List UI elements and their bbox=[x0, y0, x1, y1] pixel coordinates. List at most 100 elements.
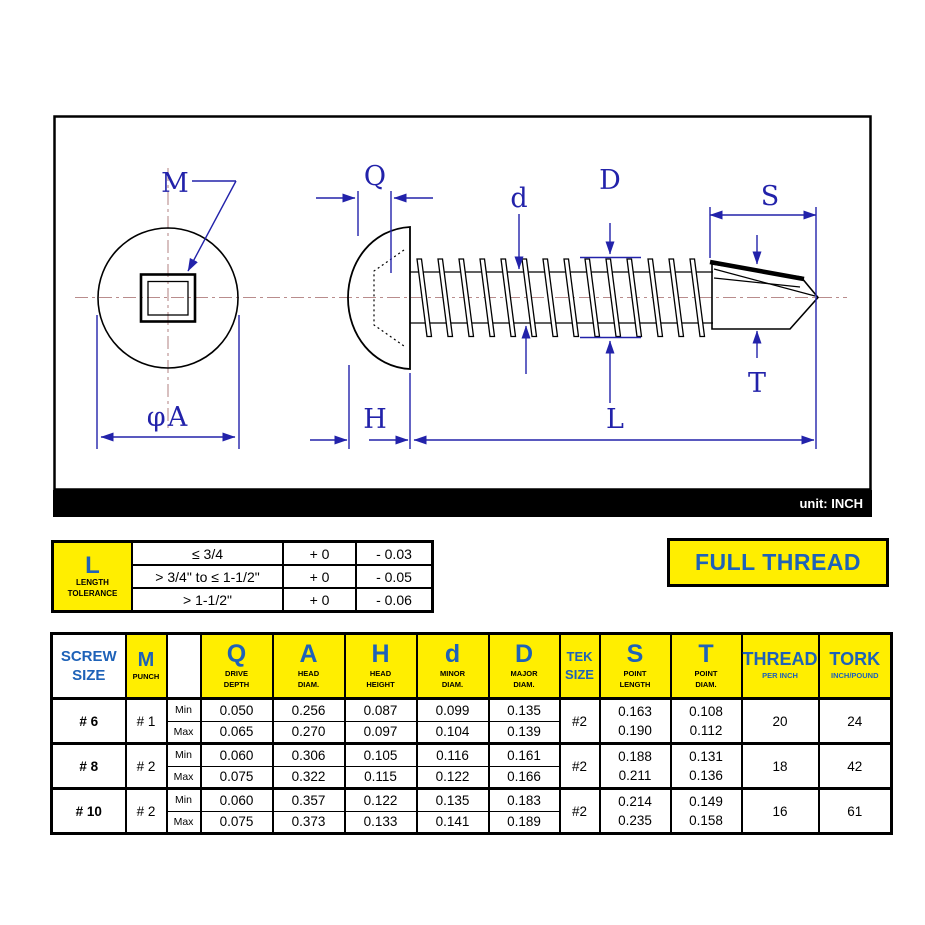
cell-dmaj-max-8: 0.166 bbox=[487, 765, 561, 790]
header-m-punch: M PUNCH bbox=[124, 632, 168, 700]
square-drive-inner bbox=[147, 280, 189, 316]
cell-a-max-10: 0.373 bbox=[271, 810, 346, 835]
dim-m: M bbox=[161, 168, 237, 272]
full-thread-label: FULL THREAD bbox=[694, 549, 862, 575]
cell-min-label-10: Min bbox=[165, 787, 202, 812]
dim-label-m: M bbox=[161, 168, 189, 199]
centerlines bbox=[75, 168, 847, 430]
cell-max-label-8: Max bbox=[165, 765, 202, 790]
drill-point bbox=[709, 259, 820, 330]
header-screw-size: SCREW SIZE bbox=[50, 632, 127, 700]
dim-h: H bbox=[310, 365, 411, 449]
cell-h-min-10: 0.122 bbox=[343, 787, 418, 812]
drawing-border bbox=[53, 115, 872, 491]
cell-h-min-6: 0.087 bbox=[343, 697, 418, 722]
tolerance-range-3: > 1-1/2" bbox=[131, 587, 284, 613]
cell-q-min-8: 0.060 bbox=[199, 742, 274, 767]
cell-a-max-6: 0.270 bbox=[271, 720, 346, 745]
cell-a-min-10: 0.357 bbox=[271, 787, 346, 812]
dim-phi-a: φA bbox=[96, 315, 240, 449]
cell-q-max-6: 0.065 bbox=[199, 720, 274, 745]
cell-d-min-6: 0.099 bbox=[415, 697, 490, 722]
cell-h-max-6: 0.097 bbox=[343, 720, 418, 745]
cell-min-label-8: Min bbox=[165, 742, 202, 767]
cell-a-min-6: 0.256 bbox=[271, 697, 346, 722]
unit-bar: unit: INCH bbox=[53, 490, 872, 517]
head-front-view bbox=[97, 227, 239, 369]
cell-tek-10: #2 bbox=[558, 787, 601, 835]
tolerance-minus-3: - 0.06 bbox=[355, 587, 434, 613]
cell-dmaj-max-6: 0.139 bbox=[487, 720, 561, 745]
tolerance-minus-2: - 0.05 bbox=[355, 564, 434, 589]
cell-size-8: # 8 bbox=[50, 742, 127, 790]
header-tek-size: TEK SIZE bbox=[558, 632, 601, 700]
tolerance-range-2: > 3/4" to ≤ 1-1/2" bbox=[131, 564, 284, 589]
threaded-shank bbox=[410, 258, 713, 338]
cell-a-max-8: 0.322 bbox=[271, 765, 346, 790]
cell-h-max-8: 0.115 bbox=[343, 765, 418, 790]
spec-row-10-min: # 10 # 2 Min 0.060 0.357 0.122 0.135 0.1… bbox=[50, 787, 893, 835]
full-thread-box: FULL THREAD bbox=[667, 538, 889, 587]
spec-row-10-max: Max 0.075 0.373 0.133 0.141 0.189 bbox=[52, 810, 892, 835]
dim-s: S bbox=[709, 181, 817, 449]
spec-row-6-min: # 6 # 1 Min 0.050 0.256 0.087 0.099 0.13… bbox=[50, 697, 893, 745]
dim-d-major: D bbox=[580, 165, 641, 403]
cell-h-max-10: 0.133 bbox=[343, 810, 418, 835]
cell-punch-10: # 2 bbox=[124, 787, 168, 835]
tolerance-title-line1: LENGTH bbox=[76, 577, 109, 587]
header-minmax bbox=[165, 632, 202, 700]
square-drive-outer bbox=[139, 273, 197, 323]
unit-note: unit: INCH bbox=[799, 496, 863, 511]
cell-thread-10: 16 bbox=[740, 787, 820, 835]
dim-label-phi-a: φA bbox=[147, 402, 189, 433]
cell-d-max-8: 0.122 bbox=[415, 765, 490, 790]
cell-thread-8: 18 bbox=[740, 742, 820, 790]
cell-d-max-6: 0.104 bbox=[415, 720, 490, 745]
head-side-view bbox=[347, 226, 411, 370]
spec-row-6-max: Max 0.065 0.270 0.097 0.104 0.139 bbox=[52, 720, 892, 745]
dim-label-s: S bbox=[761, 181, 780, 212]
tolerance-title-line2: TOLERANCE bbox=[67, 588, 118, 598]
cell-min-label-6: Min bbox=[165, 697, 202, 722]
cell-tork-6: 24 bbox=[817, 697, 893, 745]
dim-q: Q bbox=[316, 161, 433, 273]
cell-max-label-6: Max bbox=[165, 720, 202, 745]
spec-row-8-min: # 8 # 2 Min 0.060 0.306 0.105 0.116 0.16… bbox=[50, 742, 893, 790]
dim-label-l: L bbox=[606, 404, 624, 435]
tolerance-plus-1: + 0 bbox=[282, 540, 357, 566]
cell-tek-8: #2 bbox=[558, 742, 601, 790]
cell-dmaj-min-6: 0.135 bbox=[487, 697, 561, 722]
cell-d-min-10: 0.135 bbox=[415, 787, 490, 812]
cell-dmaj-max-10: 0.189 bbox=[487, 810, 561, 835]
cell-q-min-10: 0.060 bbox=[199, 787, 274, 812]
cell-size-6: # 6 bbox=[50, 697, 127, 745]
cell-q-max-8: 0.075 bbox=[199, 765, 274, 790]
cell-tork-8: 42 bbox=[817, 742, 893, 790]
cell-punch-8: # 2 bbox=[124, 742, 168, 790]
spec-row-8-max: Max 0.075 0.322 0.115 0.122 0.166 bbox=[52, 765, 892, 790]
dim-label-h: H bbox=[363, 404, 387, 435]
header-thread-per-inch: THREAD PER INCH bbox=[740, 632, 820, 700]
tolerance-letter: L bbox=[85, 551, 100, 579]
cell-punch-6: # 1 bbox=[124, 697, 168, 745]
dim-label-d-minor: d bbox=[510, 183, 527, 214]
cell-q-max-10: 0.075 bbox=[199, 810, 274, 835]
cell-tek-6: #2 bbox=[558, 697, 601, 745]
cell-dmaj-min-8: 0.161 bbox=[487, 742, 561, 767]
tolerance-range-1: ≤ 3/4 bbox=[131, 540, 284, 566]
screw-technical-drawing: M φA bbox=[53, 115, 872, 491]
cell-tork-10: 61 bbox=[817, 787, 893, 835]
dim-t: T bbox=[748, 235, 766, 399]
